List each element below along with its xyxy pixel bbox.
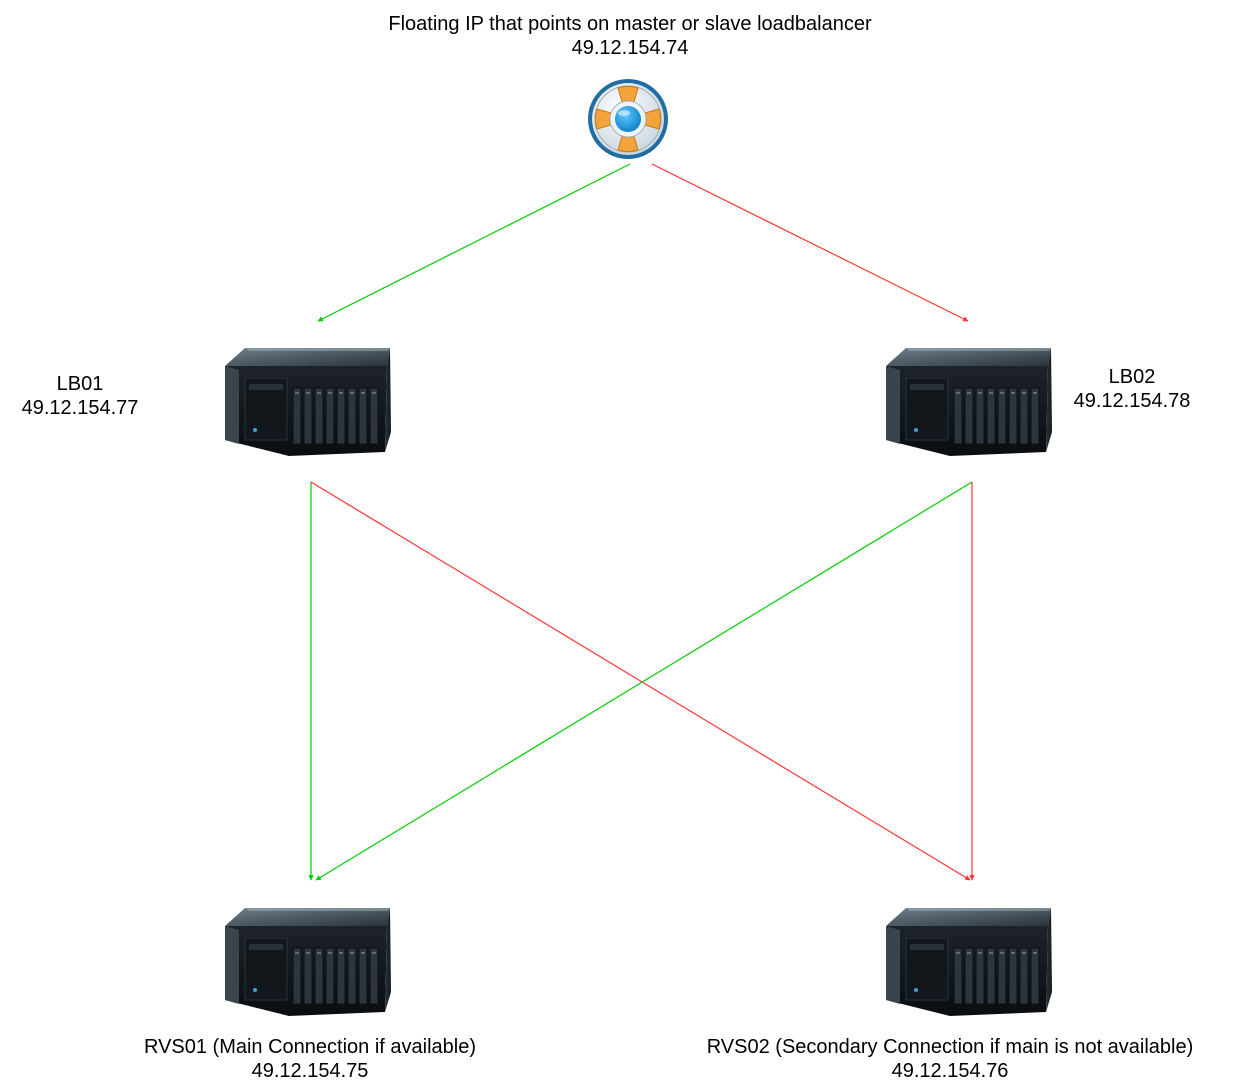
lb01-label: LB01 49.12.154.77 (0, 372, 160, 420)
server-icon-lb02 (885, 347, 1053, 457)
lb01-ip: 49.12.154.77 (21, 397, 139, 419)
rvs02-name: RVS02 (Secondary Connection if main is n… (706, 1036, 1194, 1058)
rvs01-label: RVS01 (Main Connection if available) 49.… (40, 1035, 580, 1083)
connections (308, 163, 975, 881)
lb01-name: LB01 (56, 373, 104, 395)
edge-floating-to-lb02 (651, 163, 969, 322)
floating-ip-address: 49.12.154.74 (571, 37, 689, 59)
edge-lb01-to-rvs02 (310, 481, 971, 881)
edge-lb02-to-rvs01 (315, 481, 973, 881)
edge-floating-to-lb01 (317, 163, 631, 322)
floating-ip-label: Floating IP that points on master or sla… (330, 12, 930, 60)
server-icon-lb01 (224, 347, 392, 457)
lb02-name: LB02 (1108, 366, 1156, 388)
lb02-label: LB02 49.12.154.78 (1052, 365, 1212, 413)
floating-ip-title: Floating IP that points on master or sla… (388, 13, 872, 35)
lifebuoy-icon (588, 79, 668, 159)
server-icon-rvs02 (885, 907, 1053, 1017)
lb02-ip: 49.12.154.78 (1073, 390, 1191, 412)
rvs01-ip: 49.12.154.75 (251, 1060, 369, 1082)
server-icon-rvs01 (224, 907, 392, 1017)
rvs01-name: RVS01 (Main Connection if available) (143, 1036, 477, 1058)
rvs02-ip: 49.12.154.76 (891, 1060, 1009, 1082)
rvs02-label: RVS02 (Secondary Connection if main is n… (655, 1035, 1245, 1083)
